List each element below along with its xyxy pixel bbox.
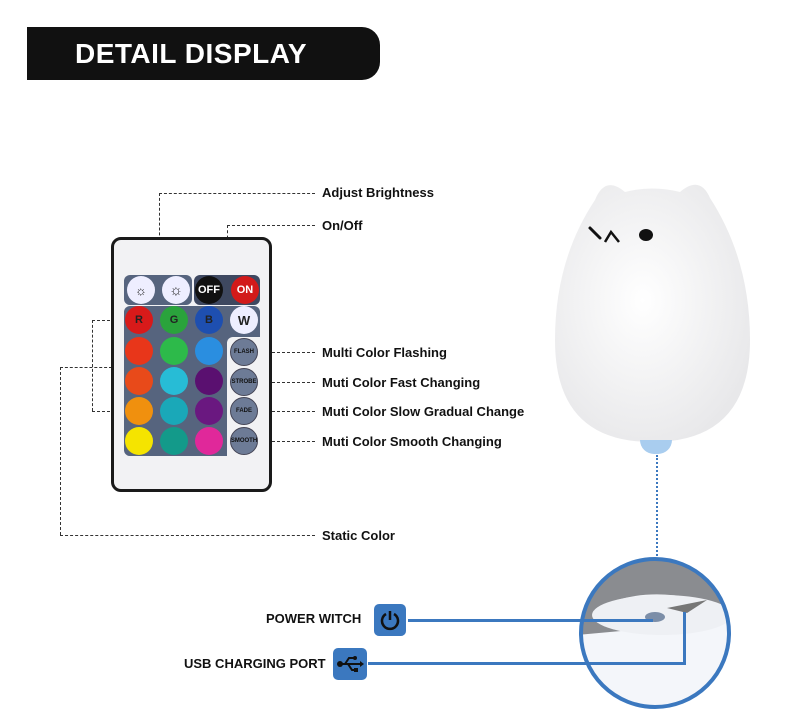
connector-line bbox=[92, 320, 125, 321]
label-static-color: Static Color bbox=[322, 528, 395, 543]
connector-line bbox=[92, 320, 93, 411]
smooth-button[interactable]: SMOOTH bbox=[230, 427, 258, 455]
brightness-up-button[interactable]: ☼ bbox=[162, 276, 190, 304]
red-button[interactable]: R bbox=[125, 306, 153, 334]
color-button[interactable] bbox=[125, 337, 153, 365]
strobe-button[interactable]: STROBE bbox=[230, 368, 258, 396]
connector-line bbox=[60, 535, 315, 536]
color-button[interactable] bbox=[160, 397, 188, 425]
white-button[interactable]: W bbox=[230, 306, 258, 334]
connector-line bbox=[656, 455, 658, 560]
connector-line bbox=[92, 411, 125, 412]
off-button[interactable]: OFF bbox=[195, 276, 223, 304]
connector-line bbox=[60, 367, 61, 535]
base-closeup bbox=[579, 557, 731, 709]
usb-icon bbox=[333, 648, 367, 680]
sun-icon: ☼ bbox=[169, 281, 183, 299]
flash-button[interactable]: FLASH bbox=[230, 338, 258, 366]
fade-button[interactable]: FADE bbox=[230, 397, 258, 425]
on-button[interactable]: ON bbox=[231, 276, 259, 304]
connector-line bbox=[257, 441, 315, 442]
color-button[interactable] bbox=[160, 337, 188, 365]
green-button[interactable]: G bbox=[160, 306, 188, 334]
page-title: DETAIL DISPLAY bbox=[27, 27, 380, 80]
label-flash: Multi Color Flashing bbox=[322, 345, 447, 360]
power-icon bbox=[374, 604, 406, 636]
color-button[interactable] bbox=[125, 427, 153, 455]
connector-line bbox=[159, 193, 160, 265]
color-button[interactable] bbox=[125, 397, 153, 425]
label-slow: Muti Color Slow Gradual Change bbox=[322, 404, 525, 419]
color-button[interactable] bbox=[195, 397, 223, 425]
usb-line bbox=[368, 662, 686, 665]
label-smooth: Muti Color Smooth Changing bbox=[322, 434, 502, 449]
blue-button[interactable]: B bbox=[195, 306, 223, 334]
connector-line bbox=[257, 411, 315, 412]
cat-lamp bbox=[555, 184, 750, 442]
color-button[interactable] bbox=[160, 367, 188, 395]
sun-icon: ☼ bbox=[135, 282, 147, 298]
label-on-off: On/Off bbox=[322, 218, 363, 233]
label-adjust-brightness: Adjust Brightness bbox=[322, 185, 434, 200]
color-button[interactable] bbox=[195, 427, 223, 455]
lamp-base bbox=[640, 440, 672, 454]
label-fast: Muti Color Fast Changing bbox=[322, 375, 481, 390]
usb-line bbox=[683, 612, 686, 665]
connector-line bbox=[227, 225, 315, 226]
connector-line bbox=[257, 382, 315, 383]
label-usb-port: USB CHARGING PORT bbox=[184, 656, 326, 671]
connector-line bbox=[159, 193, 315, 194]
connector-line bbox=[60, 367, 112, 368]
color-button[interactable] bbox=[160, 427, 188, 455]
label-power-switch: POWER WITCH bbox=[266, 611, 362, 626]
connector-line bbox=[257, 352, 315, 353]
brightness-down-button[interactable]: ☼ bbox=[127, 276, 155, 304]
color-button[interactable] bbox=[195, 337, 223, 365]
power-line bbox=[408, 619, 653, 622]
color-button[interactable] bbox=[195, 367, 223, 395]
color-button[interactable] bbox=[125, 367, 153, 395]
